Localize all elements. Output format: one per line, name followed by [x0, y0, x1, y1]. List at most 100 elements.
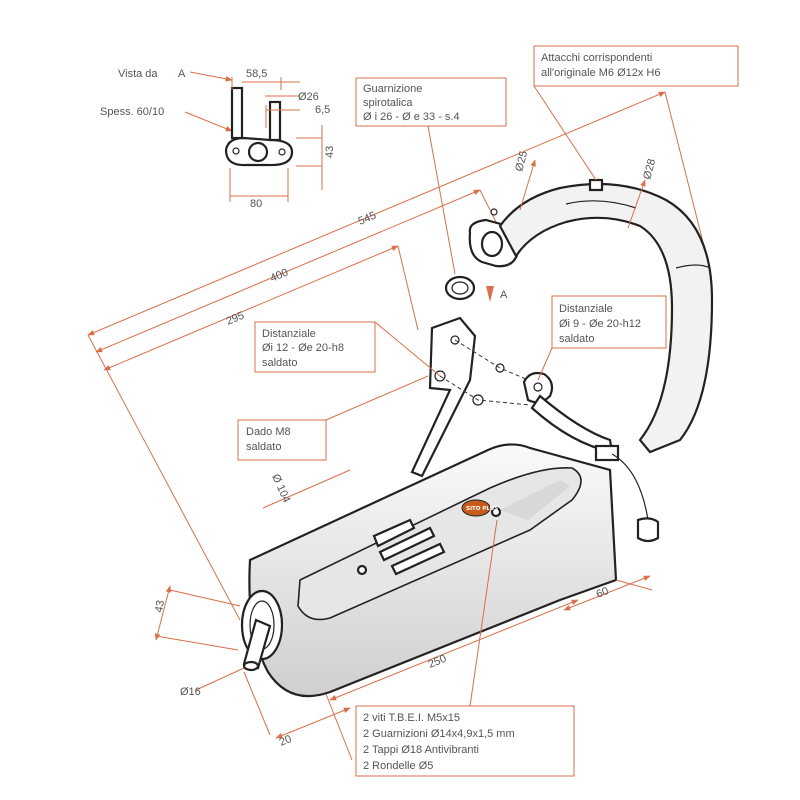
dim-28-arrow [627, 179, 646, 229]
pipe-bend [498, 182, 714, 454]
mounts-box [533, 45, 739, 87]
flange-bore [247, 141, 269, 163]
nut-line-1: Dado M8 [246, 426, 291, 438]
nut-line-2: saldato [246, 441, 281, 453]
screw-2 [490, 506, 502, 518]
spacer-right-hole [533, 382, 543, 392]
callout-kit: 2 viti T.B.E.I. M5x15 2 Guarnizioni Ø14x… [355, 519, 575, 777]
gasket-line-1: Guarnizione [363, 83, 422, 95]
vent-2 [378, 526, 436, 562]
overall-dims: 545 400 295 [87, 91, 706, 621]
header-pipe: Ø25 Ø28 A [444, 150, 714, 454]
dim-43-line [154, 585, 172, 641]
brand-logo-text: SITO PLUS [466, 506, 498, 512]
spacer-left-line-2: Øi 12 - Øe 20-h8 [262, 342, 344, 354]
dim-545: 545 [357, 210, 379, 228]
clamp [594, 444, 620, 462]
dim-20: 20 [278, 733, 294, 749]
outlet-pipe-end [242, 660, 260, 672]
bracket-hole-3 [495, 363, 505, 373]
dim-400: 400 [269, 267, 291, 285]
spacer-right-line-2: Øi 9 - Øe 20-h12 [559, 318, 641, 330]
kit-line-2: 2 Guarnizioni Ø14x4,9x1,5 mm [363, 728, 515, 740]
screw-1 [356, 564, 368, 576]
dim-16: Ø16 [180, 686, 201, 698]
gasket-line-3: Ø i 26 - Ø e 33 - s.4 [363, 111, 460, 123]
vent-1 [372, 518, 416, 548]
gasket-ring [444, 275, 476, 301]
dim-43-top: 43 [324, 146, 336, 158]
bracket-hole-2 [434, 370, 446, 382]
view-a-label: A [500, 289, 508, 301]
flange-stub-right [268, 100, 282, 142]
dim-104: Ø 104 [269, 472, 292, 504]
callout-mounts: Attacchi corrispondenti all'originale M6… [533, 45, 739, 181]
spacer-left-box [254, 321, 376, 373]
dim-20-ext1 [243, 671, 271, 736]
mounts-line-2: all'originale M6 Ø12x H6 [541, 67, 661, 79]
dim-26: Ø26 [298, 91, 319, 103]
spacer-right-leader [537, 347, 553, 381]
dim-60-line [563, 575, 651, 611]
hanger-wire [611, 453, 649, 521]
dim-295: 295 [225, 310, 247, 328]
dim-58: 58,5 [246, 68, 267, 80]
thickness-arrow [184, 111, 233, 132]
dim-250: 250 [427, 653, 449, 671]
dim-65: 6,5 [315, 104, 330, 116]
view-arrow [189, 71, 233, 82]
ext-left [87, 334, 241, 621]
bracket-dash-1 [454, 339, 541, 386]
dim-60-ext [615, 579, 653, 591]
kit-line-4: 2 Rondelle Ø5 [363, 760, 433, 772]
gasket-line-2: spirotalica [363, 97, 413, 109]
dim-43: 43 [153, 599, 167, 613]
thickness-label: Spess. 60/10 [100, 106, 164, 118]
dim-250-line [329, 599, 579, 701]
callout-gasket: Guarnizione spirotalica Ø i 26 - Ø e 33 … [355, 77, 507, 275]
pipe-joint [675, 264, 711, 269]
kit-leader [469, 519, 498, 707]
spacer-right-line-3: saldato [559, 333, 594, 345]
gasket-box [355, 77, 507, 127]
spacer-left-line-3: saldato [262, 357, 297, 369]
flange-stub-left [230, 86, 244, 140]
ext-right-545 [664, 91, 706, 251]
dim-16-leader [195, 667, 245, 691]
nut-box [237, 419, 327, 461]
mounts-line-1: Attacchi corrispondenti [541, 52, 652, 64]
spacer-left-leader [374, 321, 441, 377]
kit-box [355, 705, 575, 777]
callout-spacer-right: Distanziale Øi 9 - Øe 20-h12 saldato [537, 295, 667, 381]
bracket-plate [410, 316, 477, 478]
dim-60: 60 [595, 585, 611, 601]
view-label: Vista da [118, 68, 158, 80]
muffler-hanger [530, 394, 614, 454]
callout-spacer-left: Distanziale Øi 12 - Øe 20-h8 saldato [254, 321, 441, 377]
dim-20-line [275, 707, 351, 739]
inlet-stud [490, 208, 498, 216]
kit-line-1: 2 viti T.B.E.I. M5x15 [363, 712, 460, 724]
bracket-hole-1 [450, 335, 460, 345]
spacer-left-line-1: Distanziale [262, 328, 316, 340]
rubber-mount [636, 517, 660, 543]
mounts-leader [533, 85, 597, 181]
gasket-bore [451, 281, 469, 295]
dim-25-arrow [519, 159, 536, 211]
inlet-bore [480, 230, 504, 258]
dim-pipe28: Ø28 [641, 158, 658, 181]
cover-shadow [500, 480, 570, 520]
bracket [410, 316, 660, 543]
dim-104-leader [262, 469, 351, 509]
dim-20-ext2 [325, 693, 353, 761]
kit-line-3: 2 Tappi Ø18 Antivibranti [363, 744, 479, 756]
gasket-leader [427, 125, 456, 275]
nut-leader [325, 375, 429, 421]
bracket-dash-2 [439, 375, 531, 406]
dim-80: 80 [250, 198, 262, 210]
brand-logo [461, 499, 491, 517]
dim-295-line [103, 245, 399, 371]
pipe-highlight [565, 200, 637, 209]
callout-nut: Dado M8 saldato [237, 375, 429, 461]
flange-view: Vista da A Spess. 60/10 58,5 Ø26 6,5 43 … [100, 68, 336, 210]
